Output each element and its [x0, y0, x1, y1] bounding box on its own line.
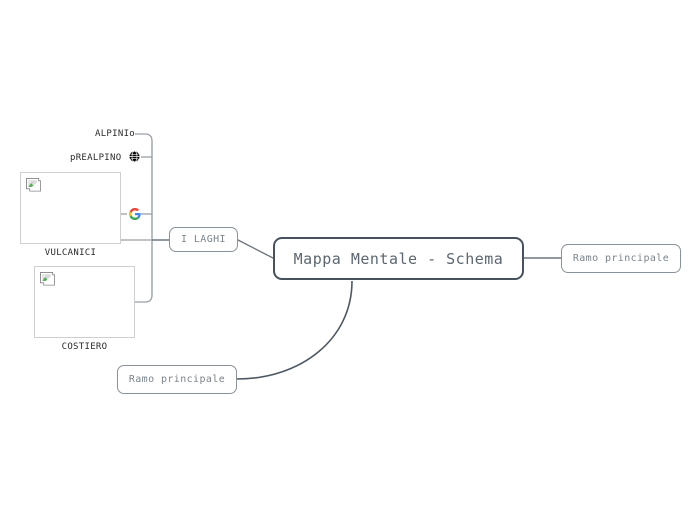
- branch-node-bottom[interactable]: Ramo principale: [117, 365, 237, 394]
- branch-node-right-label: Ramo principale: [572, 253, 670, 264]
- image-card-vulcanici[interactable]: VULCANICI: [20, 172, 121, 258]
- image-card-costiero[interactable]: COSTIERO: [34, 266, 135, 352]
- broken-image-icon: [40, 272, 55, 286]
- globe-icon: [128, 150, 141, 163]
- edge-costiero: [135, 294, 153, 303]
- branch-node-laghi[interactable]: I LAGHI: [169, 227, 238, 252]
- image-frame[interactable]: [20, 172, 121, 244]
- branch-node-laghi-label: I LAGHI: [181, 234, 226, 245]
- edge-root-to-laghi: [237, 239, 274, 259]
- branch-node-bottom-label: Ramo principale: [128, 374, 226, 385]
- root-node-label: Mappa Mentale - Schema: [293, 249, 504, 268]
- edge-root-to-laghi-straight: [238, 240, 273, 258]
- broken-image-icon: [26, 178, 41, 192]
- edge-alpinio: [135, 133, 153, 142]
- google-g-icon[interactable]: [129, 208, 141, 220]
- image-card-caption: COSTIERO: [61, 342, 108, 352]
- image-card-caption: VULCANICI: [44, 248, 97, 258]
- edge-root-to-bottom-branch: [236, 280, 353, 380]
- image-frame[interactable]: [34, 266, 135, 338]
- leaf-label-prealpino[interactable]: pREALPINO: [70, 153, 122, 163]
- root-node[interactable]: Mappa Mentale - Schema: [273, 237, 524, 280]
- leaf-label-alpinio[interactable]: ALPINIo: [95, 129, 136, 139]
- branch-node-right[interactable]: Ramo principale: [561, 244, 681, 273]
